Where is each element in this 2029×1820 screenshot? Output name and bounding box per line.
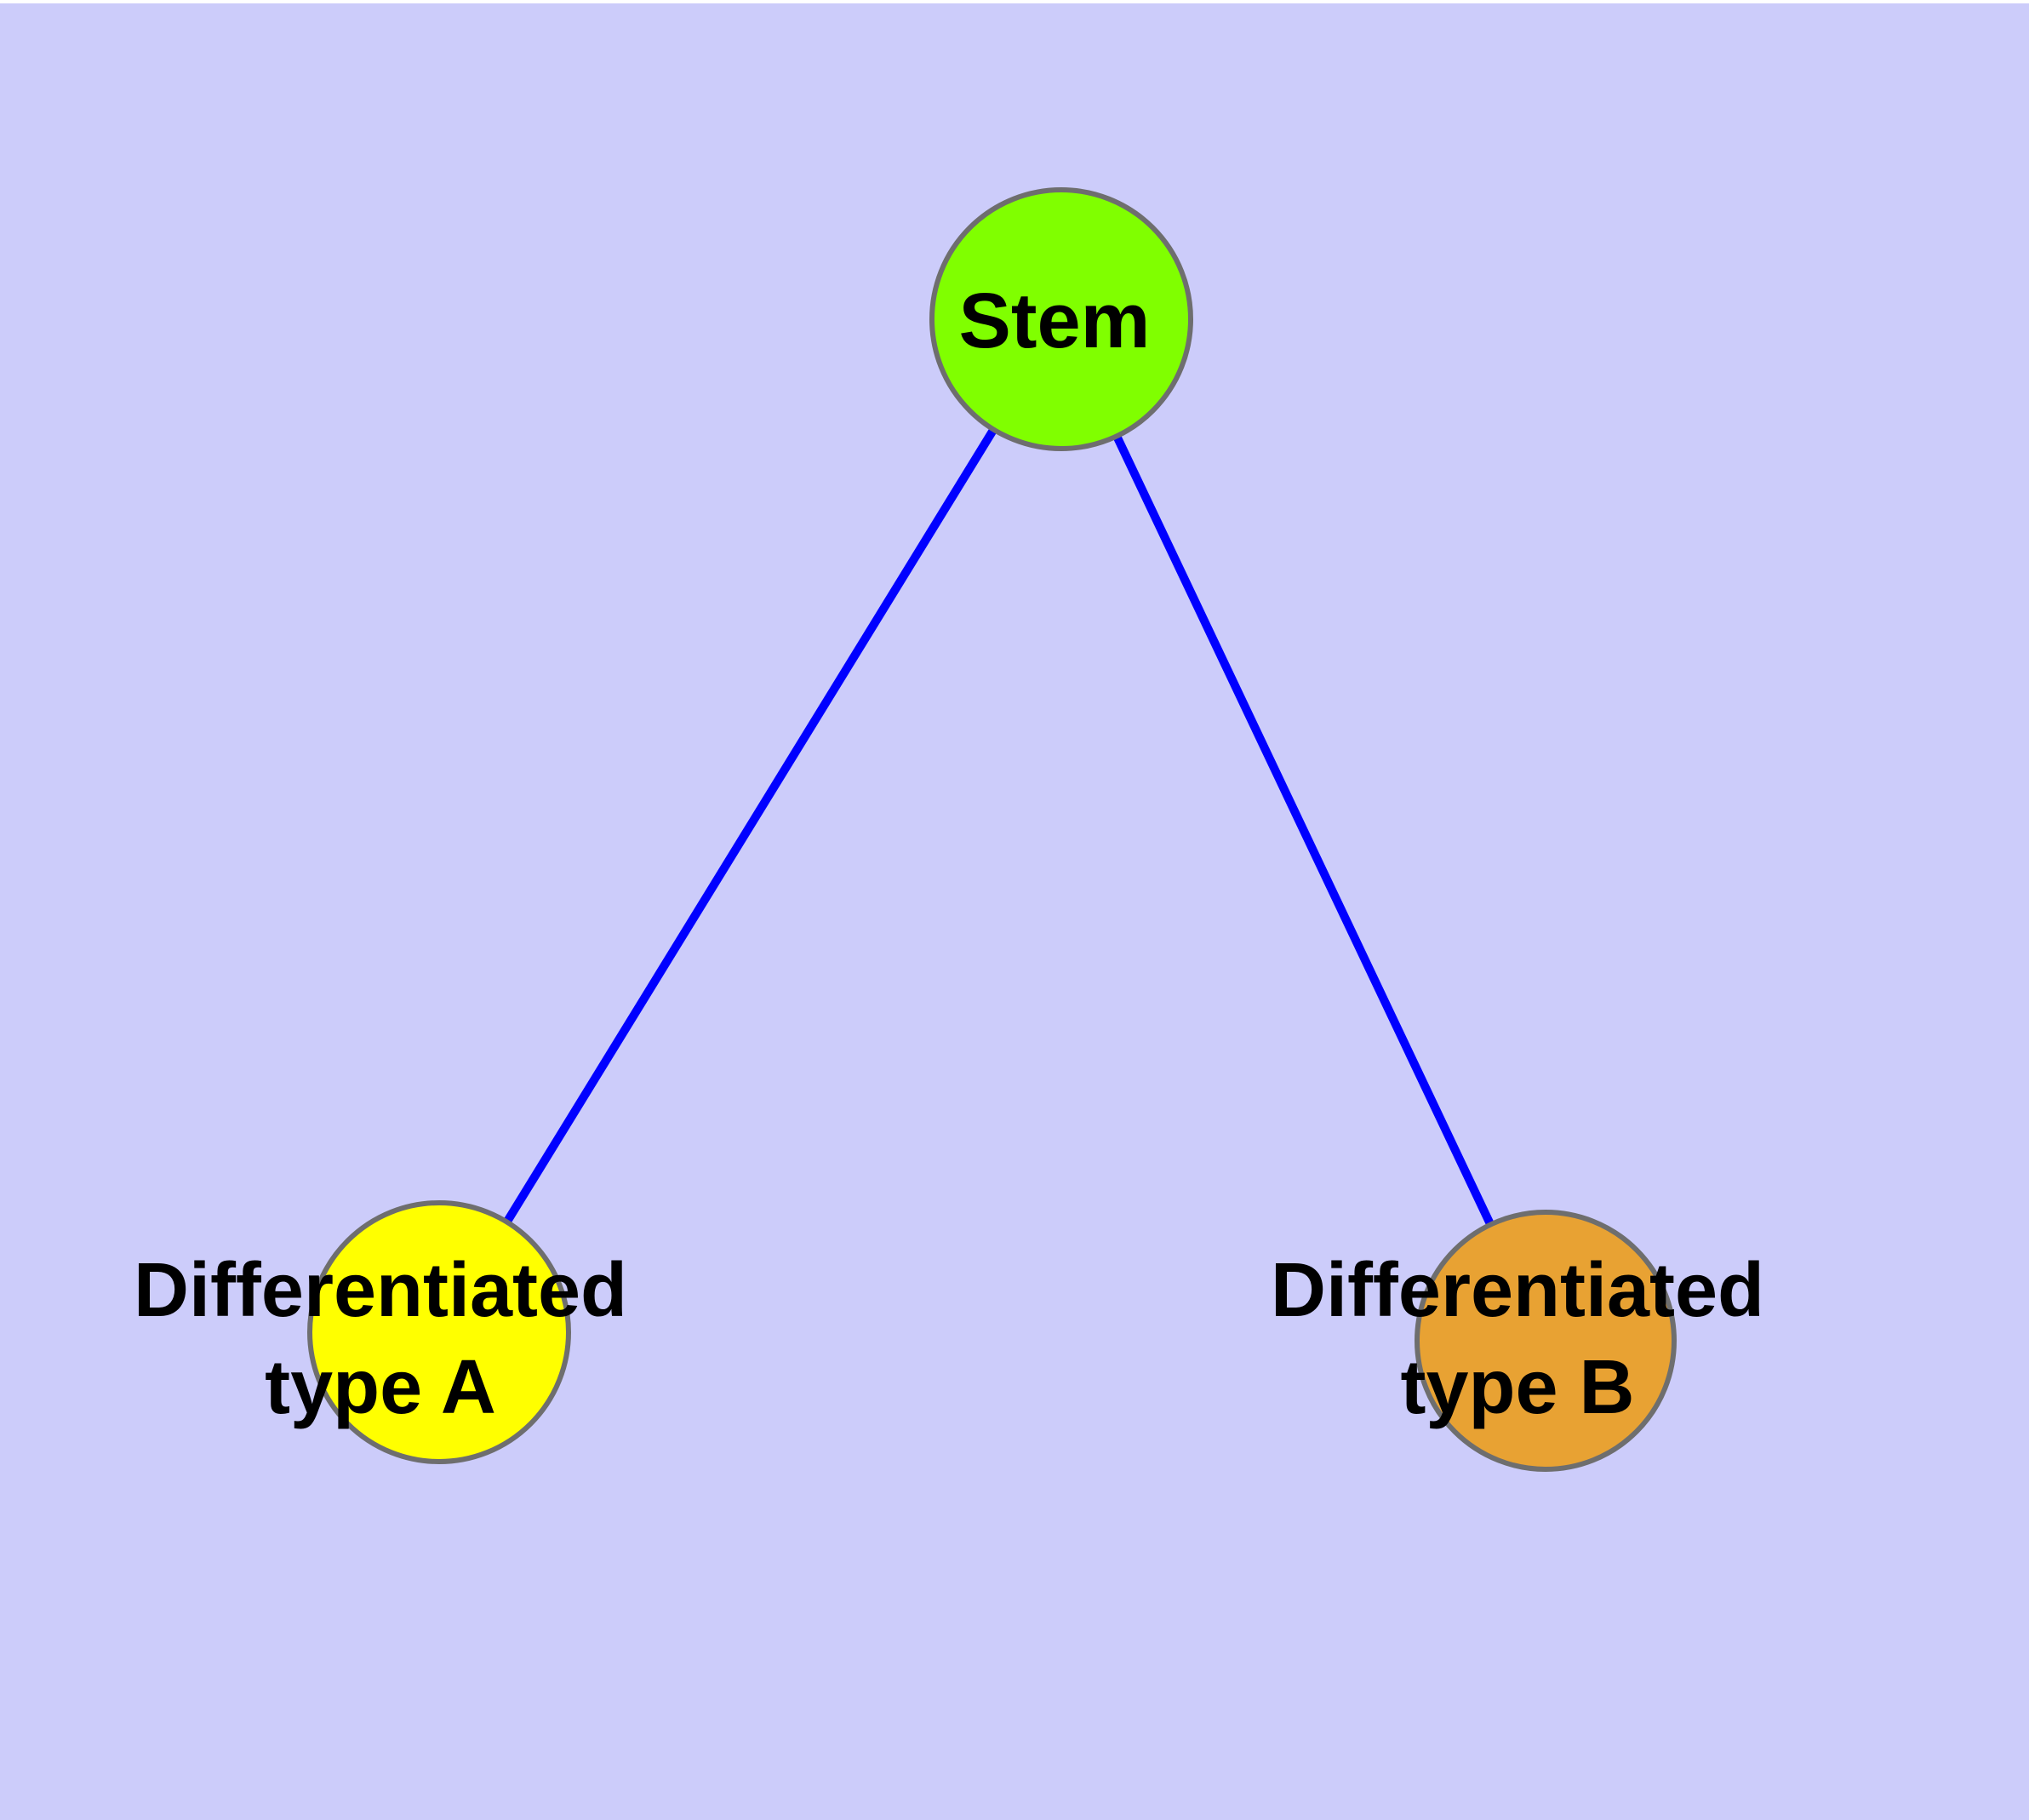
node-differentiated-type-b[interactable]: Differentiated type B: [1271, 1210, 1764, 1472]
edge-stem-to-differentiated-type-a[interactable]: [435, 317, 1066, 1335]
node-differentiated-type-a-label-line1: Differentiated: [134, 1248, 627, 1333]
node-differentiated-type-a-circle[interactable]: [307, 1200, 571, 1464]
node-differentiated-type-b-label-line2: type B: [1400, 1345, 1634, 1430]
node-stem-label: Stem: [959, 278, 1151, 364]
node-stem[interactable]: Stem: [929, 187, 1193, 451]
node-layer: Stem Differentiated type A Differentiate…: [134, 187, 1764, 1472]
node-differentiated-type-b-circle[interactable]: [1415, 1210, 1677, 1472]
edge-stem-to-differentiated-type-b[interactable]: [1057, 317, 1550, 1343]
node-differentiated-type-a[interactable]: Differentiated type A: [134, 1200, 627, 1464]
node-differentiated-type-b-label-line1: Differentiated: [1271, 1248, 1764, 1333]
node-differentiated-type-a-label-line2: type A: [265, 1345, 496, 1430]
node-stem-circle[interactable]: [929, 187, 1193, 451]
edge-layer: [435, 317, 1550, 1343]
